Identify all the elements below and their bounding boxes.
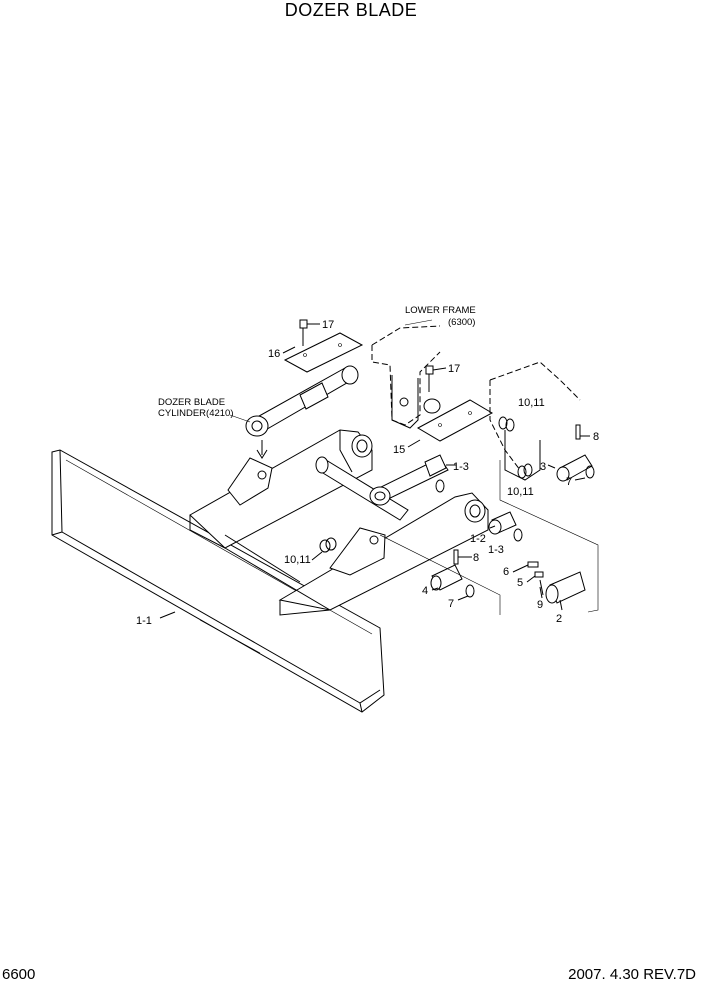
frame-arms bbox=[189, 429, 489, 616]
lower-frame-phantom bbox=[371, 325, 581, 481]
lower-frame-ref: (6300) bbox=[448, 317, 475, 328]
bolt-17-upper bbox=[299, 319, 308, 346]
pin-2 bbox=[545, 571, 586, 604]
callout-1-3-lower: 1-3 bbox=[488, 544, 504, 556]
callout-17-lower: 17 bbox=[448, 363, 460, 375]
lower-cylinder-1-3 bbox=[369, 454, 449, 506]
callout-17-upper: 17 bbox=[322, 319, 334, 331]
bushing-1-2 bbox=[488, 511, 517, 535]
callout-16: 16 bbox=[268, 348, 280, 360]
callout-1-1: 1-1 bbox=[136, 615, 152, 627]
cylinder-ref: CYLINDER(4210) bbox=[158, 408, 234, 419]
callout-9: 9 bbox=[537, 599, 543, 611]
callout-2: 2 bbox=[556, 613, 562, 625]
pin-3 bbox=[556, 454, 593, 482]
pin-4 bbox=[430, 564, 463, 591]
callout-8-lower: 8 bbox=[473, 552, 479, 564]
cover-plate-16 bbox=[283, 332, 364, 373]
callout-15: 15 bbox=[393, 444, 405, 456]
callout-7-lower: 7 bbox=[448, 598, 454, 610]
callout-1-2: 1-2 bbox=[470, 533, 486, 545]
dozer-blade-cylinder bbox=[245, 365, 359, 459]
callout-3: 3 bbox=[540, 461, 546, 473]
callout-5: 5 bbox=[517, 577, 523, 589]
callout-10-11-lower: 10,11 bbox=[284, 554, 311, 566]
callout-1-3-upper: 1-3 bbox=[453, 461, 469, 473]
bolt-17-lower bbox=[423, 365, 441, 414]
washers-rings bbox=[319, 416, 595, 598]
cylinder-label: DOZER BLADE bbox=[158, 397, 225, 408]
callout-10-11-upper: 10,11 bbox=[518, 397, 545, 409]
callout-8-upper: 8 bbox=[593, 431, 599, 443]
page-number: 6600 bbox=[2, 966, 36, 983]
page-title: DOZER BLADE bbox=[284, 0, 418, 20]
revision-date: 2007. 4.30 REV.7D bbox=[568, 966, 696, 983]
small-hardware-5-6-9 bbox=[527, 561, 544, 596]
lower-frame-label: LOWER FRAME bbox=[405, 305, 476, 316]
callout-10-11-mid: 10,11 bbox=[507, 486, 534, 498]
cover-plate-15 bbox=[416, 399, 494, 442]
callout-6: 6 bbox=[503, 566, 509, 578]
leader-lines bbox=[159, 319, 599, 619]
callout-4: 4 bbox=[422, 585, 428, 597]
callout-7-upper: 7 bbox=[566, 476, 572, 488]
